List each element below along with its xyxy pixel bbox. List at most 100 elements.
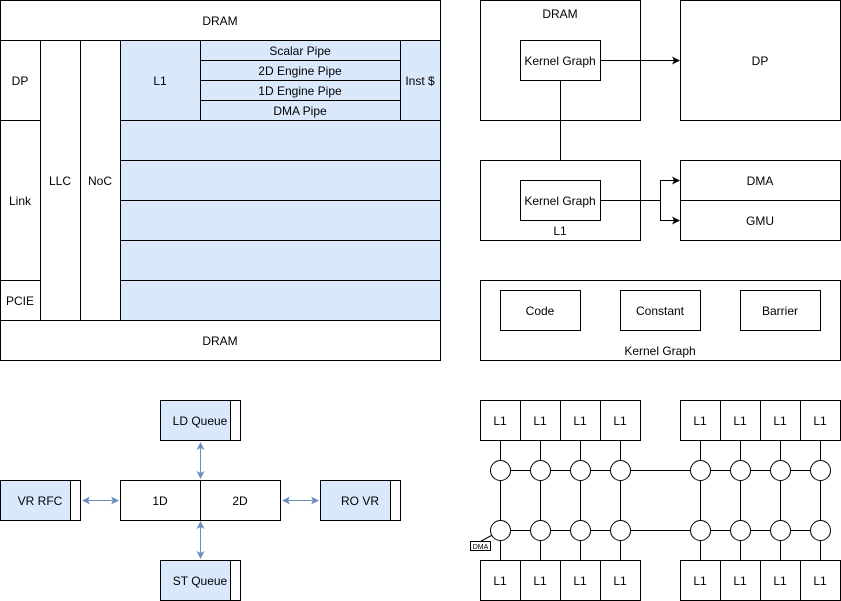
mesh-l1-label: L1 — [533, 574, 547, 588]
kernel-graph-label-1: Kernel Graph — [524, 54, 595, 68]
mesh-router-node — [570, 520, 591, 541]
mesh-router-node — [610, 520, 631, 541]
2d-unit-label: 2D — [232, 494, 248, 508]
ro-vr-end-cap — [390, 480, 401, 521]
core-row-2 — [120, 160, 441, 201]
ro-vr-label: RO VR — [341, 494, 379, 508]
mesh-l1-label: L1 — [693, 414, 707, 428]
mesh-router-nodes — [490, 460, 831, 541]
1d-engine-pipe-label: 1D Engine Pipe — [258, 84, 342, 98]
mesh-router-node — [690, 460, 711, 481]
mesh-links — [480, 440, 821, 560]
mesh-l1-box — [480, 560, 521, 601]
noc-label: NoC — [88, 174, 112, 188]
dma-pipe-label: DMA Pipe — [273, 104, 327, 118]
core-row-3 — [120, 200, 441, 241]
2d-unit-box — [200, 480, 281, 521]
mesh-l1-box — [680, 560, 721, 601]
mesh-router-node — [730, 460, 751, 481]
mesh-l1-label: L1 — [773, 414, 787, 428]
l1-label: L1 — [153, 74, 167, 88]
flow-diagram: DRAM Kernel Graph DP Kernel Graph L1 DMA… — [480, 0, 841, 241]
mesh-router-node — [490, 520, 511, 541]
soc-diagram: DRAM DP Link PCIE LLC NoC L1 Scalar Pipe… — [0, 0, 441, 361]
inst-cache-box — [400, 40, 441, 121]
constant-label: Constant — [636, 304, 685, 318]
mesh-l1-label: L1 — [733, 574, 747, 588]
mesh-l1-group-frame — [480, 400, 641, 441]
mesh-l1-label: L1 — [813, 574, 827, 588]
core-diagram: LD Queue ST Queue VR RFC RO VR 1D 2D — [0, 400, 401, 601]
dma-flow-label: DMA — [747, 174, 774, 188]
mesh-router-node — [770, 460, 791, 481]
arrow-kernel-to-dma — [600, 176, 680, 201]
vr-rfc-label: VR RFC — [18, 494, 63, 508]
gmu-flow-box — [680, 200, 841, 241]
dp-flow-label: DP — [752, 54, 769, 68]
mesh-l1-label: L1 — [613, 414, 627, 428]
mesh-router-node — [570, 460, 591, 481]
link-label: Link — [9, 194, 32, 208]
dp-box — [0, 40, 41, 121]
inst-cache-label: Inst $ — [405, 74, 435, 88]
2d-engine-pipe-label: 2D Engine Pipe — [258, 64, 342, 78]
1d-unit-label: 1D — [152, 494, 168, 508]
mesh-l1-box — [760, 560, 801, 601]
mesh-l1-label: L1 — [613, 574, 627, 588]
mesh-router-node — [730, 520, 751, 541]
core-row-5 — [120, 280, 441, 321]
dma-tag-label: DMA — [473, 544, 489, 551]
barrier-label: Barrier — [762, 304, 798, 318]
link-box — [0, 120, 41, 281]
mesh-l1-label: L1 — [533, 414, 547, 428]
mesh-l1-label: L1 — [733, 414, 747, 428]
ld-queue-label: LD Queue — [173, 414, 228, 428]
mesh-l1-box — [560, 400, 601, 441]
dp-flow-box — [680, 0, 841, 121]
llc-label: LLC — [49, 174, 71, 188]
mesh-l1-box — [520, 400, 561, 441]
mesh-router-node — [610, 460, 631, 481]
dram-top-label: DRAM — [202, 14, 237, 28]
dram-top-box — [0, 0, 441, 41]
mesh-router-node — [530, 520, 551, 541]
mesh-l1-box — [800, 560, 841, 601]
vr-rfc-box — [0, 480, 81, 521]
mesh-l1-label: L1 — [573, 414, 587, 428]
kernel-graph-box-1 — [520, 40, 601, 81]
l1-flow-label: L1 — [553, 224, 567, 238]
arrow-kernel-to-gmu — [660, 200, 680, 225]
scalar-pipe-label: Scalar Pipe — [269, 44, 331, 58]
dma-tag-box — [470, 541, 491, 551]
code-box — [500, 290, 581, 331]
mesh-l1-label: L1 — [693, 574, 707, 588]
mesh-router-node — [810, 460, 831, 481]
kernel-graph-diagram: Code Constant Barrier Kernel Graph — [480, 280, 841, 361]
noc-box — [80, 40, 121, 321]
constant-box — [620, 290, 701, 331]
mesh-router-node — [810, 520, 831, 541]
kernel-graph-box-2 — [520, 180, 601, 221]
mesh-router-node — [690, 520, 711, 541]
mesh-router-node — [490, 460, 511, 481]
ro-vr-box — [320, 480, 401, 521]
ld-queue-box — [160, 400, 241, 441]
st-queue-end-cap — [230, 560, 241, 601]
kernel-graph-label-2: Kernel Graph — [524, 194, 595, 208]
dram-bottom-box — [0, 320, 441, 361]
mesh-l1-label: L1 — [573, 574, 587, 588]
core-row-4 — [120, 240, 441, 281]
ld-queue-end-cap — [230, 400, 241, 441]
core-row-1 — [120, 120, 441, 161]
pcie-label: PCIE — [6, 294, 34, 308]
mesh-l1-label: L1 — [493, 574, 507, 588]
vr-rfc-end-cap — [70, 480, 81, 521]
dram-bottom-label: DRAM — [202, 334, 237, 348]
mesh-l1-label: L1 — [813, 414, 827, 428]
dram-flow-label: DRAM — [542, 7, 577, 21]
kernel-graph-container-label: Kernel Graph — [624, 344, 695, 358]
mesh-router-node — [530, 460, 551, 481]
gmu-flow-label: GMU — [746, 214, 774, 228]
